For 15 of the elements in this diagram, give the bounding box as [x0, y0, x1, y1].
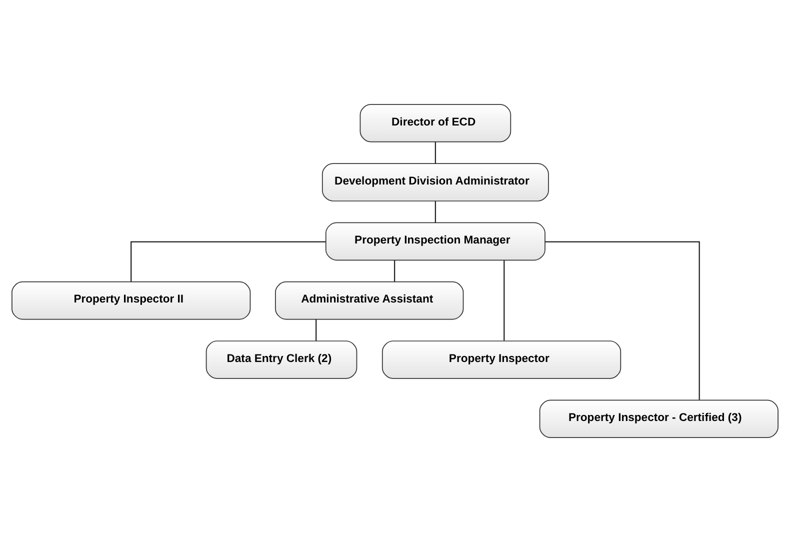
connector [394, 260, 396, 282]
node-box: Administrative Assistant [275, 280, 464, 320]
node-box: Property Inspector - Certified (3) [539, 399, 778, 438]
node-box: Property Inspection Manager [325, 222, 546, 260]
node-box: Data Entry Clerk (2) [206, 340, 358, 378]
connector [545, 240, 700, 400]
node-box: Property Inspector [382, 340, 622, 378]
node-box: Property Inspector II [12, 280, 251, 320]
node-box: Director of ECD [360, 104, 512, 142]
connector [434, 200, 436, 222]
connector [434, 141, 436, 164]
connector [130, 240, 326, 282]
connector [504, 260, 505, 340]
node-box: Development Division Administrator [322, 162, 549, 201]
connector [316, 318, 317, 340]
